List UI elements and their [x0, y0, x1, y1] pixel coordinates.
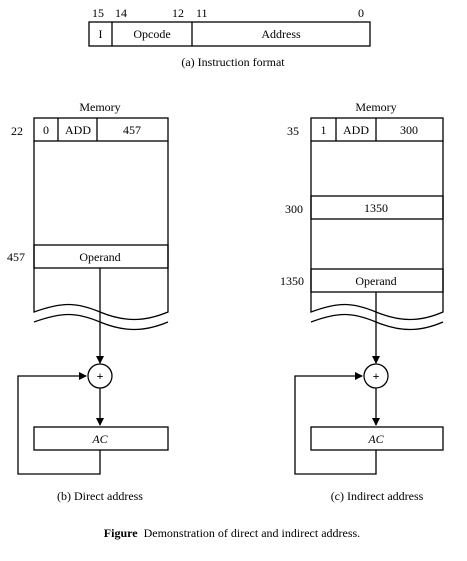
opcode-add: ADD	[343, 123, 369, 137]
feedback-loop	[17, 372, 101, 475]
ac-label: AC	[91, 432, 108, 446]
operand-cell	[33, 244, 169, 269]
feedback-loop	[294, 372, 377, 475]
opcode-add: ADD	[65, 123, 91, 137]
memory-break	[310, 313, 444, 331]
bit-label-15: 15	[92, 6, 104, 20]
operand-label: Operand	[79, 250, 120, 264]
memory-block	[33, 141, 169, 321]
address-field-457: 457	[123, 123, 141, 137]
instruction-format: 15 14 12 11 0 I Opcode Address (a) Instr…	[88, 6, 371, 69]
figure-caption: Figure Demonstration of direct and indire…	[104, 526, 360, 540]
memory-break	[33, 313, 169, 331]
field-i: I	[99, 27, 103, 41]
address-1350: 1350	[280, 274, 304, 288]
caption-instruction-format: (a) Instruction format	[181, 55, 285, 69]
bit-label-14: 14	[115, 6, 127, 20]
field-opcode: Opcode	[133, 27, 170, 41]
address-300: 300	[285, 202, 303, 216]
memory-block	[310, 141, 444, 321]
indirect-bit-0: 0	[43, 123, 49, 137]
pointer-value: 1350	[364, 201, 388, 215]
memory-title: Memory	[355, 100, 396, 114]
adder-symbol: +	[97, 369, 104, 383]
memory-title: Memory	[79, 100, 120, 114]
indirect-bit-1: 1	[321, 123, 327, 137]
accumulator	[310, 426, 444, 451]
instruction-word-direct	[33, 117, 169, 142]
bit-label-11: 11	[196, 6, 208, 20]
direct-address-diagram: Memory 22 0 ADD 457 457 Operand + AC (b)…	[7, 100, 169, 503]
caption-indirect: (c) Indirect address	[331, 489, 424, 503]
caption-direct: (b) Direct address	[57, 489, 143, 503]
operand-cell	[310, 268, 444, 293]
address-457: 457	[7, 250, 25, 264]
bit-label-12: 12	[172, 6, 184, 20]
instruction-word-indirect	[310, 117, 444, 142]
figure-caption-label: Figure	[104, 526, 138, 540]
adder-symbol: +	[373, 369, 380, 383]
address-35: 35	[287, 124, 299, 138]
instruction-word-box	[88, 21, 371, 47]
pointer-cell	[310, 195, 444, 220]
address-field-300: 300	[400, 123, 418, 137]
indirect-address-diagram: Memory 35 1 ADD 300 300 1350 1350 Operan…	[280, 100, 444, 503]
figure-caption-text: Demonstration of direct and indirect add…	[144, 526, 361, 540]
field-address: Address	[261, 27, 301, 41]
accumulator	[33, 426, 169, 451]
ac-label: AC	[367, 432, 384, 446]
bit-label-0: 0	[358, 6, 364, 20]
address-22: 22	[11, 124, 23, 138]
operand-label: Operand	[355, 274, 396, 288]
